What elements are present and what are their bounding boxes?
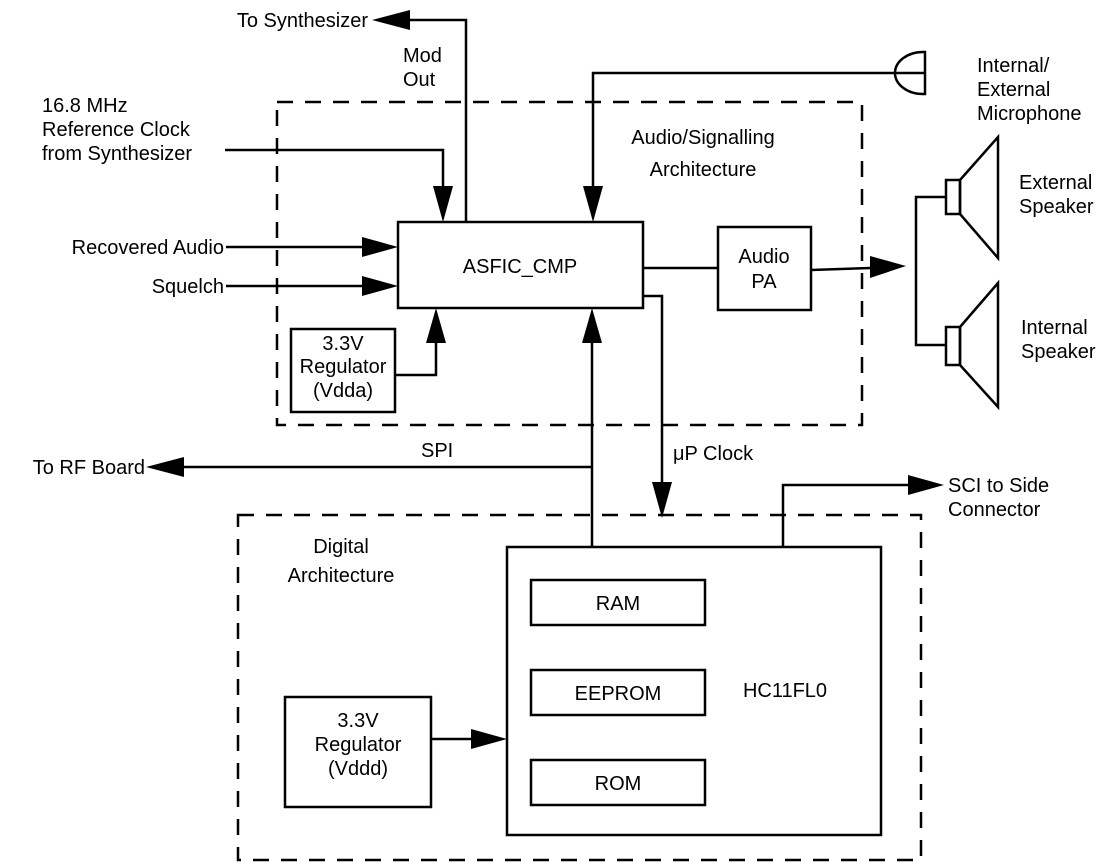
spi-label: SPI <box>421 440 453 462</box>
audio-pa-block <box>716 225 813 312</box>
ref-clock-label-line1: 16.8 MHz <box>42 95 128 117</box>
up-clock-line <box>643 294 664 482</box>
recovered-audio-arrowhead <box>362 237 398 257</box>
audio-arch-label-line2: Architecture <box>650 159 757 181</box>
to-rf-board-label: To RF Board <box>33 457 145 479</box>
digital-arch-label-line2: Architecture <box>288 565 395 587</box>
squelch-label: Squelch <box>152 276 224 298</box>
ram-block <box>529 578 707 627</box>
sci-arrowhead <box>908 475 944 495</box>
up-clock-label: μP Clock <box>673 443 754 465</box>
eeprom-block <box>529 668 707 717</box>
microphone-label-line3: Microphone <box>977 103 1082 125</box>
eeprom-label: EEPROM <box>575 683 662 705</box>
recovered-audio-label: Recovered Audio <box>72 237 224 259</box>
pa-to-speakers-arrowhead <box>870 256 906 278</box>
microphone-label-line2: External <box>977 79 1050 101</box>
external-speaker-label-line2: Speaker <box>1019 196 1094 218</box>
microphone-arrowhead <box>583 186 603 222</box>
audio-pa-label-line2: PA <box>751 271 777 293</box>
ref-clock-arrowhead <box>433 186 453 222</box>
up-clock-arrowhead <box>652 482 672 518</box>
regulator-vdda-line3: (Vdda) <box>313 380 373 402</box>
ref-clock-label-line3: from Synthesizer <box>42 143 192 165</box>
pa-to-speakers-line <box>810 266 871 272</box>
rom-label: ROM <box>595 773 642 795</box>
to-synthesizer-arrowhead <box>372 10 410 30</box>
regulator-vdda-line1: 3.3V <box>322 333 364 355</box>
ref-clock-line <box>225 148 445 186</box>
microphone-line <box>591 71 925 186</box>
regulator-vddd-line1: 3.3V <box>337 710 379 732</box>
ref-clock-label-line2: Reference Clock <box>42 119 191 141</box>
digital-arch-label-line1: Digital <box>313 536 369 558</box>
sci-line <box>781 483 908 547</box>
speaker-bus-line <box>914 195 946 347</box>
digital-region <box>236 513 923 862</box>
audio-signalling-region <box>275 100 864 427</box>
internal-speaker-label-line1: Internal <box>1021 317 1088 339</box>
squelch-arrowhead <box>362 276 398 296</box>
microphone-icon <box>893 50 927 96</box>
mod-out-label-line1: Mod <box>403 45 442 67</box>
sci-label-line2: Connector <box>948 499 1041 521</box>
sci-label-line1: SCI to Side <box>948 475 1049 497</box>
asfic-cmp-label: ASFIC_CMP <box>463 256 577 278</box>
to-rf-board-arrowhead <box>146 457 184 477</box>
regulator-vddd-block <box>283 695 433 809</box>
to-synthesizer-label: To Synthesizer <box>237 10 369 32</box>
mod-out-line <box>410 18 468 222</box>
regulator-vddd-line3: (Vddd) <box>328 758 388 780</box>
regulator-vddd-line2: Regulator <box>315 734 402 756</box>
regulator-vdda-line2: Regulator <box>300 356 387 378</box>
vddd-arrowhead <box>471 729 507 749</box>
audio-arch-label-line1: Audio/Signalling <box>631 127 774 149</box>
asfic-cmp-block <box>396 220 645 310</box>
ram-label: RAM <box>596 593 640 615</box>
audio-pa-label-line1: Audio <box>738 246 789 268</box>
spi-to-asfic-arrowhead <box>582 308 602 343</box>
external-speaker-label-line1: External <box>1019 172 1092 194</box>
rom-block <box>529 758 707 807</box>
external-speaker-icon <box>944 133 1000 262</box>
internal-speaker-icon <box>944 279 1000 411</box>
regulator-vdda-block <box>289 327 397 414</box>
vdda-arrowhead <box>426 308 446 343</box>
vdda-line <box>395 343 438 377</box>
mod-out-label-line2: Out <box>403 69 436 91</box>
hc11-label: HC11FL0 <box>743 680 827 702</box>
internal-speaker-label-line2: Speaker <box>1021 341 1096 363</box>
microphone-label-line1: Internal/ <box>977 55 1050 77</box>
